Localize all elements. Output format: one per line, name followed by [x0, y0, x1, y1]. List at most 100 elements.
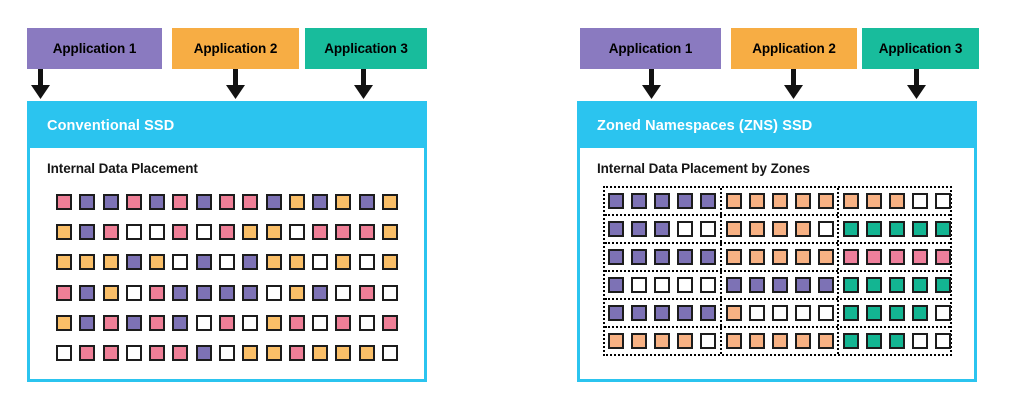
data-block-empty — [700, 277, 717, 293]
data-block-peach — [771, 221, 788, 237]
app-box-left-1[interactable]: Application 1 — [27, 28, 162, 69]
grid-cell-r5-c3 — [651, 302, 674, 324]
grid-cell-r5-c4 — [122, 311, 145, 334]
data-block-pinkz — [866, 249, 883, 265]
data-block-empty — [358, 314, 375, 331]
data-block-orange — [149, 254, 166, 271]
grid-cell-r4-c6 — [169, 281, 192, 304]
ssd-panel-title-bar: Conventional SSD — [30, 104, 424, 148]
data-block-teal — [935, 221, 952, 237]
data-block-empty — [382, 345, 399, 362]
data-block-peach — [842, 193, 859, 209]
data-block-empty — [935, 305, 952, 321]
zone-r1-z2 — [722, 188, 840, 214]
grid-cell-r5-c1 — [52, 311, 75, 334]
grid-cell-r1-c7 — [192, 190, 215, 213]
grid-cell-r6-c15 — [378, 341, 401, 364]
grid-cell-r4-c8 — [215, 281, 238, 304]
grid-cell-r1-c8 — [215, 190, 238, 213]
data-block-purple — [312, 193, 329, 210]
grid-cell-r4-c1 — [605, 274, 628, 296]
data-block-purple — [149, 193, 166, 210]
data-block-pinkz — [842, 249, 859, 265]
data-block-peach — [771, 249, 788, 265]
zone-r6-z2 — [722, 328, 840, 354]
arrow-down-icon-left-2 — [222, 69, 248, 102]
grid-cell-r2-c9 — [239, 220, 262, 243]
zone-r2-z3 — [839, 216, 954, 242]
grid-cell-r3-c9 — [791, 246, 814, 268]
data-block-pink — [288, 345, 305, 362]
grid-cell-r1-c6 — [169, 190, 192, 213]
data-block-empty — [912, 333, 929, 349]
data-block-pinkz — [889, 249, 906, 265]
grid-cell-r5-c9 — [791, 302, 814, 324]
grid-cell-r6-c15 — [932, 330, 955, 352]
data-block-orange — [79, 254, 96, 271]
data-block-purple — [608, 277, 625, 293]
grid-cell-r4-c14 — [909, 274, 932, 296]
data-block-teal — [935, 277, 952, 293]
data-block-teal — [842, 333, 859, 349]
grid-cell-r6-c1 — [52, 341, 75, 364]
grid-cell-r6-c4 — [674, 330, 697, 352]
data-block-empty — [748, 305, 765, 321]
zone-r3-z3 — [839, 244, 954, 270]
data-block-purple — [677, 305, 694, 321]
grid-cell-r5-c10 — [262, 311, 285, 334]
data-block-teal — [866, 333, 883, 349]
data-block-purple — [102, 193, 119, 210]
data-block-orange — [288, 254, 305, 271]
data-block-teal — [889, 305, 906, 321]
grid-cell-r3-c1 — [605, 246, 628, 268]
grid-cell-r3-c13 — [886, 246, 909, 268]
data-block-empty — [55, 345, 72, 362]
grid-cell-r6-c3 — [99, 341, 122, 364]
grid-cell-r2-c7 — [192, 220, 215, 243]
grid-cell-r2-c4 — [122, 220, 145, 243]
grid-cell-r2-c14 — [355, 220, 378, 243]
grid-cell-r5-c12 — [863, 302, 886, 324]
data-block-peach — [817, 249, 834, 265]
grid-cell-r6-c1 — [605, 330, 628, 352]
zone-r2-z2 — [722, 216, 840, 242]
grid-cell-r6-c12 — [309, 341, 332, 364]
data-block-orange — [288, 284, 305, 301]
arrow-down-icon-right-3 — [903, 69, 929, 102]
data-block-pinkz — [935, 249, 952, 265]
data-block-pink — [149, 314, 166, 331]
zone-row-4 — [604, 272, 952, 300]
data-block-purple — [79, 223, 96, 240]
app-box-right-3[interactable]: Application 3 — [862, 28, 979, 69]
data-block-peach — [748, 249, 765, 265]
grid-cell-r4-c5 — [697, 274, 720, 296]
data-block-empty — [195, 223, 212, 240]
grid-cell-r2-c12 — [863, 218, 886, 240]
grid-cell-r4-c13 — [886, 274, 909, 296]
data-block-empty — [218, 345, 235, 362]
data-block-pink — [149, 345, 166, 362]
zone-container — [602, 186, 955, 356]
ssd-panel-title-bar: Zoned Namespaces (ZNS) SSD — [580, 104, 974, 148]
grid-cell-r2-c1 — [52, 220, 75, 243]
app-box-right-2[interactable]: Application 2 — [731, 28, 857, 69]
data-block-peach — [677, 333, 694, 349]
data-block-empty — [358, 254, 375, 271]
data-block-empty — [817, 221, 834, 237]
data-block-purple — [748, 277, 765, 293]
app-box-right-1[interactable]: Application 1 — [580, 28, 721, 69]
grid-cell-r1-c2 — [628, 190, 651, 212]
grid-cell-r3-c5 — [697, 246, 720, 268]
app-box-left-3[interactable]: Application 3 — [305, 28, 427, 69]
app-box-left-2[interactable]: Application 2 — [172, 28, 299, 69]
grid-cell-r1-c4 — [674, 190, 697, 212]
zone-r3-z2 — [722, 244, 840, 270]
grid-cell-r5-c4 — [674, 302, 697, 324]
data-block-purple — [195, 254, 212, 271]
data-block-pink — [218, 193, 235, 210]
grid-cell-r4-c2 — [628, 274, 651, 296]
grid-cell-r3-c10 — [262, 251, 285, 274]
grid-cell-r2-c5 — [145, 220, 168, 243]
grid-cell-r4-c15 — [378, 281, 401, 304]
data-block-empty — [935, 333, 952, 349]
